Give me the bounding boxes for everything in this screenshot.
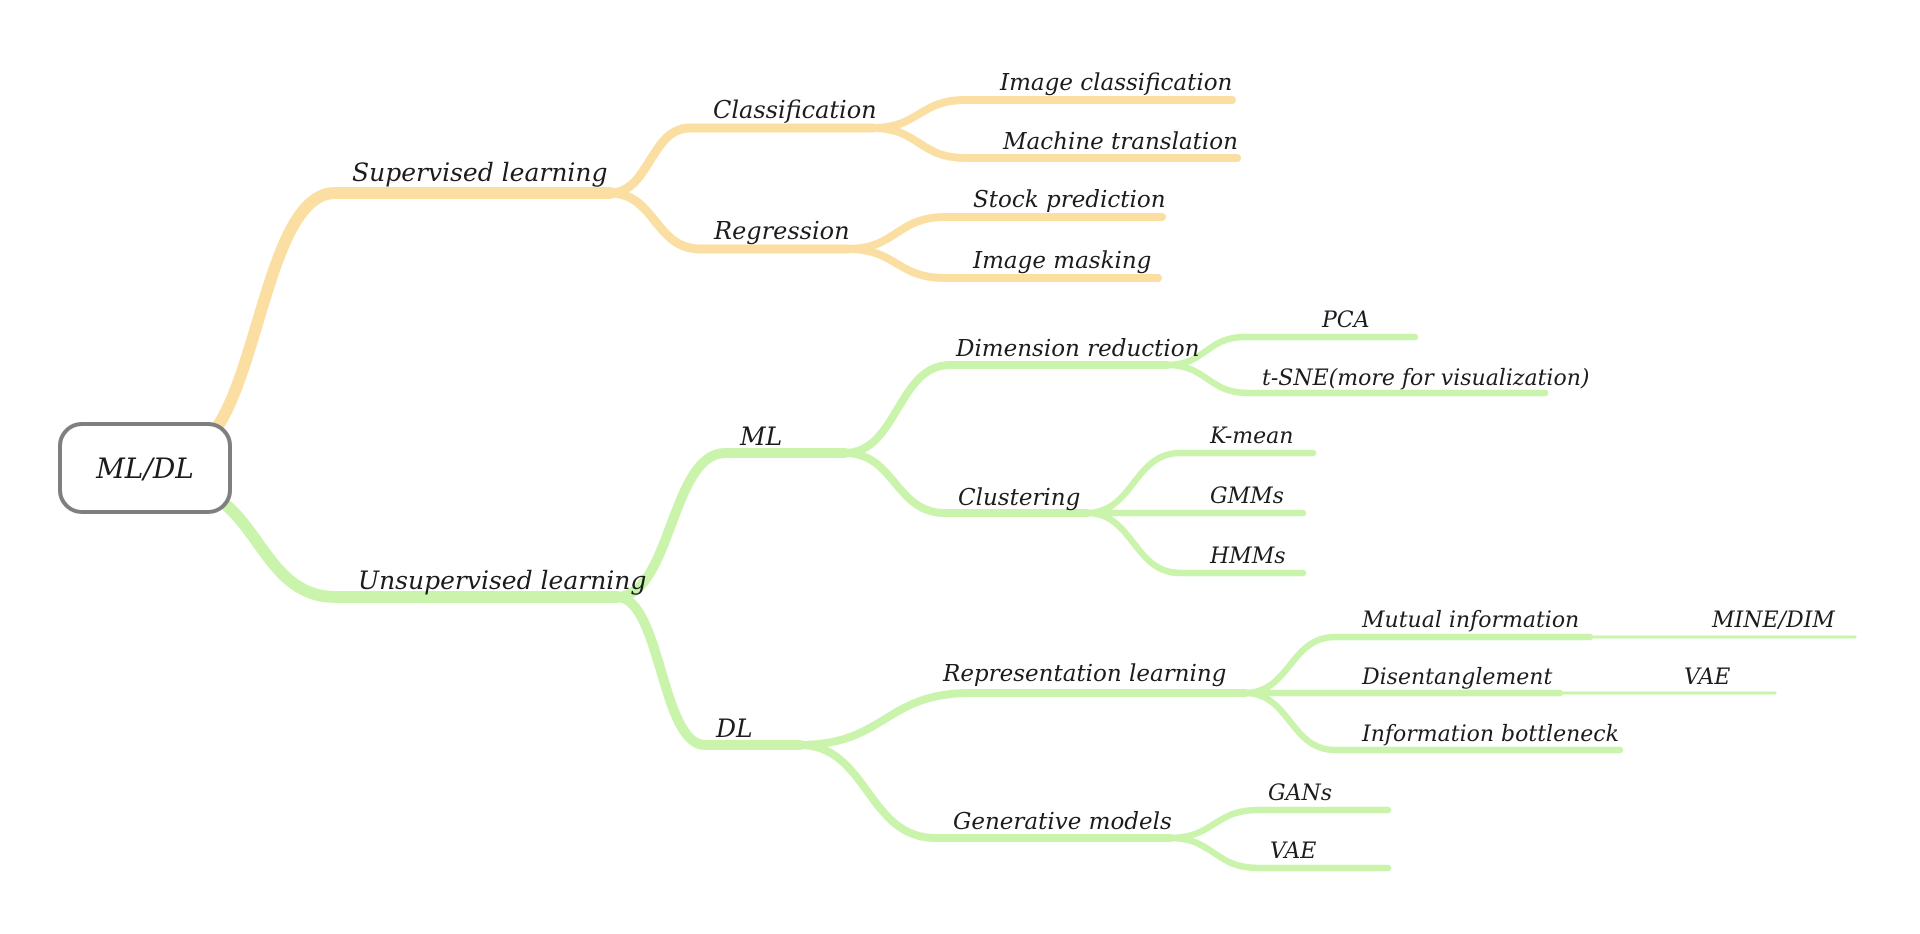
branch-line-information-bottleneck: [1241, 689, 1624, 754]
node-label-unsupervised-learning[interactable]: Unsupervised learning: [358, 566, 646, 595]
node-label-machine-translation[interactable]: Machine translation: [1002, 129, 1238, 155]
node-label-vae-disentanglement[interactable]: VAE: [1684, 665, 1730, 690]
node-label-hmms[interactable]: HMMs: [1209, 544, 1286, 569]
node-label-image-masking[interactable]: Image masking: [972, 248, 1151, 274]
root-node[interactable]: ML/DL: [58, 422, 232, 514]
branch-line-image-masking: [844, 245, 1162, 282]
branch-line-clustering: [841, 449, 1091, 517]
node-labels: Supervised learning Classification Image c…: [352, 70, 1835, 864]
branch-line-pca: [1163, 333, 1419, 369]
node-label-mutual-information[interactable]: Mutual information: [1361, 608, 1579, 633]
branch-line-generative-models: [796, 741, 1174, 842]
branch-line-classification: [605, 123, 878, 198]
node-label-t-sne[interactable]: t-SNE(more for visualization): [1262, 366, 1589, 391]
branch-line-stock-prediction: [844, 213, 1166, 253]
branch-line-dl: [612, 592, 805, 750]
node-label-mine-dim[interactable]: MINE/DIM: [1711, 608, 1835, 633]
branch-line-ml: [612, 448, 850, 602]
branch-line-regression: [605, 188, 853, 254]
branch-edges: [174, 96, 1857, 872]
branch-line-representation-learning: [796, 689, 1249, 749]
node-label-classification[interactable]: Classification: [713, 96, 877, 124]
node-label-ml[interactable]: ML: [739, 422, 782, 451]
node-label-dl[interactable]: DL: [715, 714, 753, 743]
node-label-generative-models[interactable]: Generative models: [953, 809, 1172, 835]
branch-line-supervised-learning: [174, 187, 616, 458]
node-label-dimension-reduction[interactable]: Dimension reduction: [955, 336, 1199, 362]
branch-line-gans: [1166, 806, 1392, 842]
root-node-label[interactable]: ML/DL: [95, 452, 194, 485]
node-label-supervised-learning[interactable]: Supervised learning: [352, 158, 608, 187]
node-label-disentanglement[interactable]: Disentanglement: [1361, 665, 1552, 690]
node-label-k-mean[interactable]: K-mean: [1209, 424, 1293, 449]
node-label-vae-generative[interactable]: VAE: [1270, 839, 1316, 864]
branch-line-vae-generative: [1166, 834, 1392, 872]
branch-line-hmms: [1083, 509, 1307, 577]
node-label-stock-prediction[interactable]: Stock prediction: [973, 187, 1166, 213]
branch-line-machine-translation: [869, 124, 1241, 162]
node-label-gmms[interactable]: GMMs: [1210, 484, 1284, 509]
branch-line-t-sne: [1163, 361, 1549, 397]
node-label-gans[interactable]: GANs: [1268, 781, 1332, 806]
node-label-clustering[interactable]: Clustering: [958, 485, 1080, 511]
node-label-regression[interactable]: Regression: [713, 217, 850, 245]
node-label-representation-learning[interactable]: Representation learning: [942, 661, 1226, 687]
node-label-image-classification[interactable]: Image classification: [999, 70, 1232, 96]
node-label-information-bottleneck[interactable]: Information bottleneck: [1361, 722, 1619, 747]
branch-line-image-classification: [869, 96, 1236, 132]
root-node-box[interactable]: [58, 422, 232, 514]
branch-line-dimension-reduction: [841, 361, 1171, 457]
node-label-pca[interactable]: PCA: [1321, 308, 1370, 333]
